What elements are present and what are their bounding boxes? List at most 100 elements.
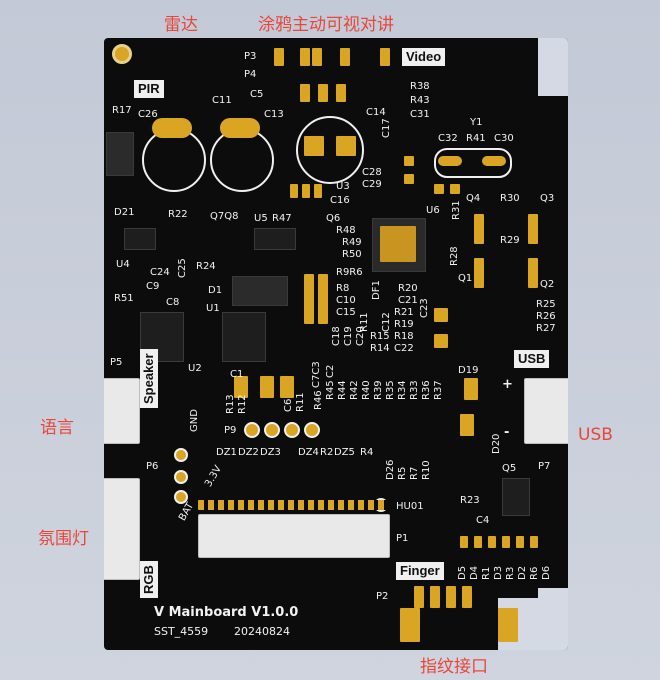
connector-p6 (104, 478, 140, 580)
pad-row-d2 (474, 536, 482, 548)
transistor-q7q8 (254, 228, 296, 250)
silk-r17: R17 (112, 105, 132, 116)
board-notch-top-right (538, 38, 568, 96)
pad-video-1 (312, 48, 322, 66)
silk-u4: U4 (116, 259, 130, 270)
silk-c17: C17 (381, 118, 392, 138)
silk-p3: P3 (244, 51, 257, 62)
silk-minus: - (504, 425, 510, 440)
pad-cluster-8 (528, 214, 538, 244)
silk-q6: Q6 (326, 213, 341, 224)
pad-top-mid-3 (336, 84, 346, 102)
silk-df1: DF1 (371, 280, 382, 300)
silk-r43: R43 (410, 95, 430, 106)
pad-video-2 (340, 48, 350, 66)
silk-u5: U5 (254, 213, 268, 224)
pad-top-mid-1 (300, 84, 310, 102)
test-point-3v3 (174, 470, 188, 484)
label-pir: PIR (134, 80, 164, 98)
fpc-connector-p1 (198, 514, 390, 558)
finger-pad-3 (446, 586, 456, 608)
callout-fingerprint: 指纹接口 (420, 657, 488, 677)
silk-d4: D4 (469, 565, 480, 580)
silk-r8: R8 (336, 283, 350, 294)
pad-p3 (300, 48, 310, 66)
label-video: Video (402, 48, 446, 66)
label-speaker: Speaker (140, 349, 158, 408)
pad-cluster-9 (474, 214, 484, 244)
mounting-hole (112, 44, 132, 64)
silk-r47: R47 (272, 213, 292, 224)
ic-u4 (124, 228, 156, 250)
silk-3v3: 3.3V (203, 463, 225, 489)
pad-cluster-15 (434, 334, 448, 348)
silk-c1: C1 (230, 369, 244, 380)
silk-r14: R14 (370, 343, 390, 354)
silk-r33: R33 (409, 380, 420, 400)
capacitor-c14-pad (304, 136, 324, 156)
fpc-connector-p1-pads (198, 500, 388, 510)
pcb-board: Video PIR USB Speaker RGB Finger V Mainb… (104, 38, 568, 650)
silk-c18: C18 (331, 326, 342, 346)
silk-r48: R48 (336, 225, 356, 236)
crystal-y1 (434, 148, 512, 178)
finger-pad-1 (414, 586, 424, 608)
pad-cluster-11 (474, 258, 484, 288)
silk-r11: R11 (295, 392, 306, 412)
pad-cluster-4 (404, 156, 414, 166)
silk-d1: D1 (208, 285, 223, 296)
silk-r38: R38 (410, 81, 430, 92)
silk-r18: R18 (394, 331, 414, 342)
silk-hu01: HU01 (396, 501, 424, 512)
finger-pad-4 (462, 586, 472, 608)
callout-tuya-intercom: 涂鸦主动可视对讲 (258, 15, 394, 35)
silk-r37: R37 (433, 380, 444, 400)
silk-d3: D3 (493, 565, 504, 580)
silk-dz1: DZ1 (216, 447, 237, 458)
silk-r36: R36 (421, 380, 432, 400)
capacitor-c14-pad-2 (336, 136, 356, 156)
crystal-y1-pad-2 (482, 156, 506, 166)
silk-r7: R7 (409, 466, 420, 480)
callout-ambient-light: 氛围灯 (38, 529, 89, 549)
silk-c31: C31 (410, 109, 430, 120)
silk-r25: R25 (536, 299, 556, 310)
silk-r34: R34 (397, 380, 408, 400)
silk-r6: R6 (529, 566, 540, 580)
connector-p7 (524, 378, 568, 444)
silk-r49: R49 (342, 237, 362, 248)
pad-cluster-18 (260, 376, 274, 398)
silk-r2: R2 (320, 447, 334, 458)
silk-r26: R26 (536, 311, 556, 322)
pad-cluster-12 (304, 274, 314, 324)
silk-r13: R13 (225, 394, 236, 414)
silk-c11: C11 (212, 95, 232, 106)
silk-u6: U6 (426, 205, 440, 216)
header-p9-pin-3 (284, 422, 300, 438)
silk-u2: U2 (188, 363, 202, 374)
silk-p5: P5 (110, 357, 123, 368)
callout-language: 语言 (40, 418, 74, 438)
silk-q2: Q2 (540, 279, 555, 290)
pad-cluster-19 (280, 376, 294, 398)
silk-r20: R20 (398, 283, 418, 294)
silk-r4: R4 (360, 447, 374, 458)
pad-cluster-1 (290, 184, 298, 198)
label-usb: USB (514, 350, 550, 368)
silk-r24: R24 (196, 261, 216, 272)
header-p9-pin-4 (304, 422, 320, 438)
silk-r46: R46 (313, 390, 324, 410)
silk-q1: Q1 (458, 273, 473, 284)
silk-c6: C6 (283, 398, 294, 412)
silk-c16: C16 (330, 195, 350, 206)
capacitor-c13-pad (220, 118, 260, 138)
silk-c10: C10 (336, 295, 356, 306)
pad-cluster-13 (318, 274, 328, 324)
board-notch-bottom-right (538, 588, 568, 650)
test-point-bat (174, 490, 188, 504)
label-finger: Finger (396, 562, 444, 580)
silk-r42: R42 (349, 380, 360, 400)
silk-r35: R35 (385, 380, 396, 400)
silk-dz3: DZ3 (260, 447, 281, 458)
pad-p4 (274, 48, 284, 66)
